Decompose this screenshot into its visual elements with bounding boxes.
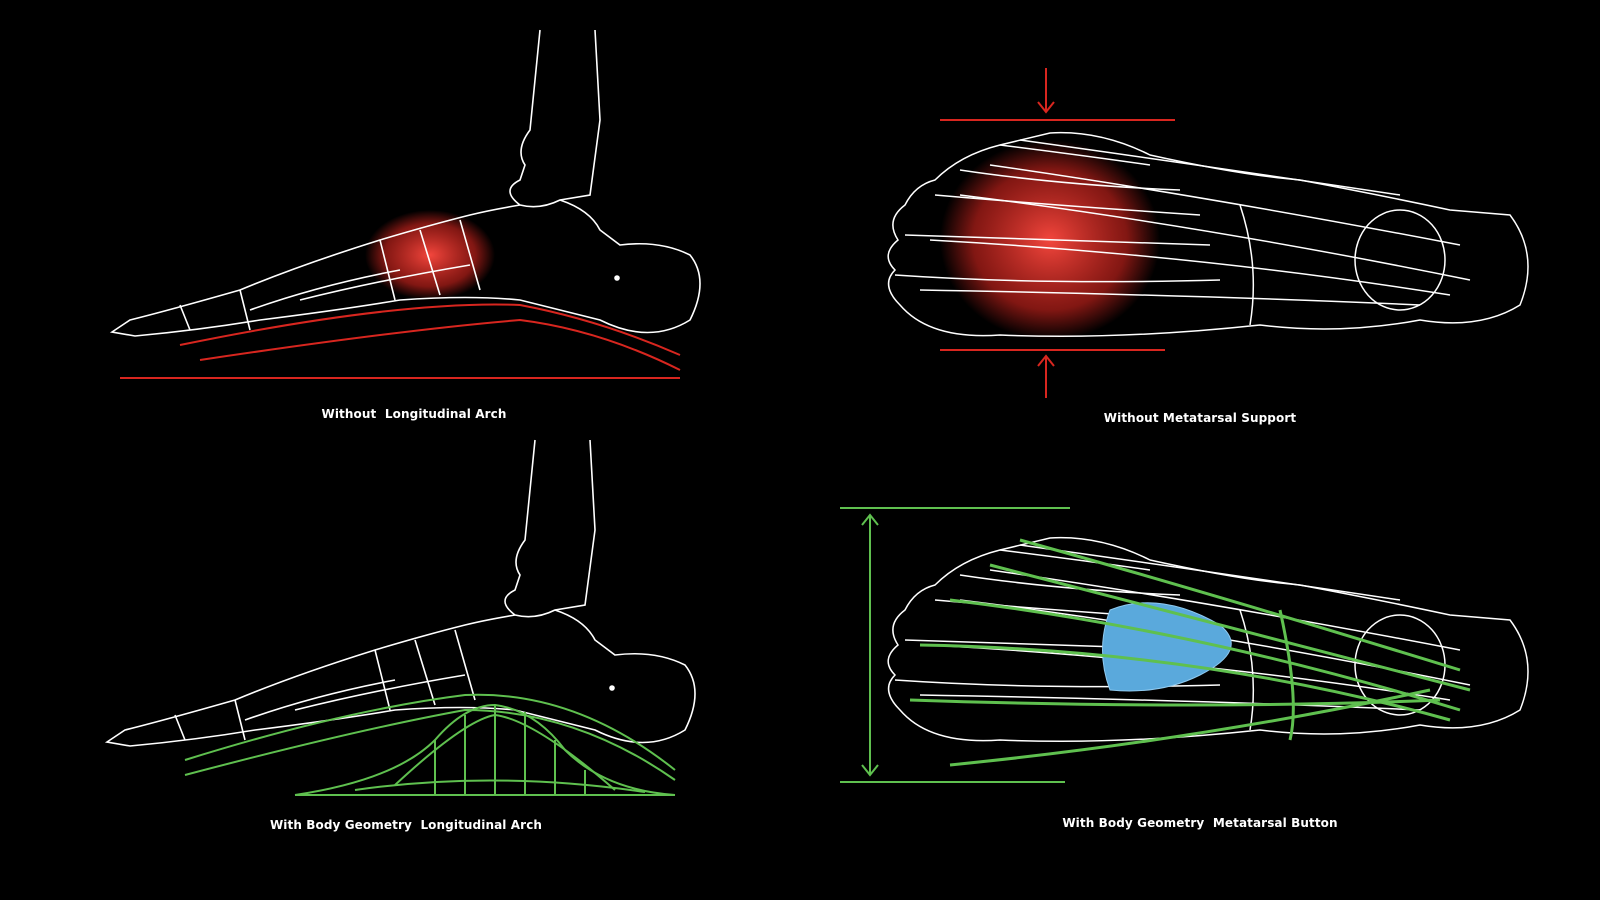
caption-with-longitudinal-arch: With Body Geometry Longitudinal Arch	[269, 818, 543, 832]
caption-without-metatarsal-support: Without Metatarsal Support	[1103, 411, 1297, 425]
caption-without-longitudinal-arch: Without Longitudinal Arch	[321, 407, 507, 421]
collapsed-arch-lines	[120, 303, 681, 379]
metatarsal-button	[1102, 602, 1232, 692]
foot-side-with-arch	[106, 439, 696, 796]
arch-support-mesh	[184, 693, 676, 796]
compression-indicators	[940, 68, 1175, 398]
height-indicator	[840, 507, 1070, 783]
support-lines	[909, 538, 1471, 767]
foot-side-without-arch	[111, 29, 701, 379]
foot-top-with-button	[840, 507, 1529, 783]
foot-top-without-support	[887, 68, 1529, 398]
caption-with-metatarsal-button: With Body Geometry Metatarsal Button	[1062, 816, 1338, 830]
